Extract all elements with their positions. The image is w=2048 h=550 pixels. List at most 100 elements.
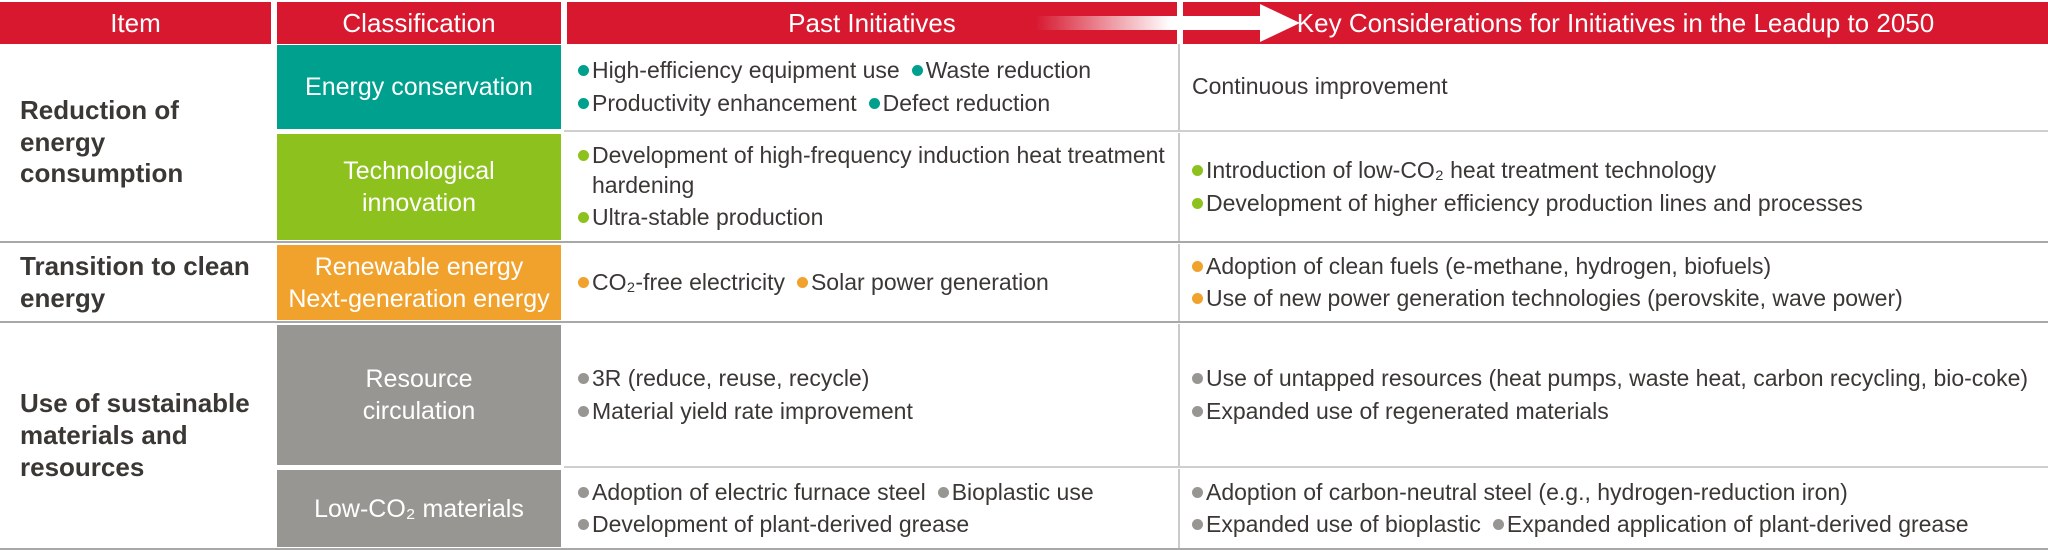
classification-line: innovation: [362, 189, 476, 217]
list-item-text: Expanded use of bioplastic: [1206, 511, 1481, 537]
classification-line: Energy conservation: [305, 73, 533, 101]
past-initiatives-cell: High-efficiency equipment use Waste reduc…: [564, 44, 1180, 130]
bullet-line: Development of high-frequency induction …: [578, 141, 1172, 200]
table-bottom-border: [0, 548, 2048, 550]
classification-line: Next-generation energy: [288, 284, 550, 313]
list-item: Development of high-frequency induction …: [578, 141, 1172, 200]
list-item: Use of new power generation technologies…: [1192, 284, 1903, 313]
bullet-line: High-efficiency equipment use Waste reduc…: [578, 56, 1172, 85]
bullet-line: Development of plant-derived grease: [578, 510, 1172, 539]
header-cell-past-initiatives: Past Initiatives: [567, 2, 1177, 44]
list-item-text: Ultra-stable production: [592, 204, 824, 231]
row-divider: [274, 466, 2048, 469]
row-divider: [274, 130, 2048, 133]
bullet-icon: [1192, 373, 1203, 385]
bullet-icon: [578, 519, 589, 530]
list-item-text: Adoption of carbon-neutral steel (e.g., …: [1206, 478, 1848, 505]
list-item: Adoption of electric furnace steel: [578, 478, 926, 507]
list-item: High-efficiency equipment use: [578, 56, 900, 85]
bullet-icon: [1192, 293, 1203, 304]
group-rows: Energy conservation High-efficiency equip…: [274, 44, 2048, 241]
classification-cell: Energy conservation: [274, 44, 564, 130]
list-item: Continuous improvement: [1192, 72, 1448, 101]
bullet-icon: [1492, 519, 1504, 530]
bullet-icon: [1192, 165, 1203, 177]
header-divider: [271, 2, 277, 44]
item-label-line: energy: [20, 282, 106, 313]
list-item: Adoption of clean fuels (e-methane, hydr…: [1192, 252, 1771, 281]
bullet-icon: [578, 405, 589, 417]
list-item-text: Introduction of low-CO₂ heat treatment t…: [1206, 157, 1717, 184]
key-considerations-cell: Adoption of carbon-neutral steel (e.g., …: [1180, 469, 2048, 548]
bullet-line: Development of higher efficiency product…: [1192, 189, 2044, 218]
bullet-icon: [578, 276, 589, 288]
list-item-text: Development of high-frequency induction …: [592, 142, 1165, 198]
list-item: CO₂-free electricity: [578, 268, 785, 297]
group-divider: [0, 241, 2048, 244]
item-label-line: resources: [20, 451, 145, 482]
list-item-text: Development of higher efficiency product…: [1206, 189, 1863, 216]
list-item-text: Adoption of electric furnace steel: [592, 478, 926, 505]
list-item: Introduction of low-CO₂ heat treatment t…: [1192, 156, 1716, 185]
bullet-line: CO₂-free electricity Solar power generati…: [578, 268, 1172, 297]
key-considerations-cell: Use of untapped resources (heat pumps, w…: [1180, 324, 2048, 466]
key-considerations-cell: Introduction of low-CO₂ heat treatment t…: [1180, 133, 2048, 241]
bullet-line: Productivity enhancement Defect reduction: [578, 89, 1172, 118]
list-item-text: High-efficiency equipment use: [592, 57, 900, 84]
bullet-icon: [1192, 260, 1203, 272]
bullet-icon: [1192, 486, 1203, 498]
list-item-text: Use of untapped resources (heat pumps, w…: [1206, 365, 2029, 392]
list-item: Bioplastic use: [937, 478, 1094, 507]
bullet-icon: [1192, 197, 1203, 209]
bullet-icon: [796, 276, 808, 288]
item-label-line: Transition to clean: [20, 250, 250, 281]
classification-line: Renewable energy: [314, 252, 524, 281]
key-considerations-cell: Adoption of clean fuels (e-methane, hydr…: [1180, 244, 2048, 321]
list-item-text: Waste reduction: [925, 57, 1092, 84]
list-item: 3R (reduce, reuse, recycle): [578, 364, 869, 393]
list-item: Material yield rate improvement: [578, 397, 913, 426]
bullet-icon: [578, 65, 589, 77]
classification-box: Energy conservation: [277, 45, 561, 129]
past-initiatives-cell: 3R (reduce, reuse, recycle) Material yiel…: [564, 324, 1180, 466]
classification-cell: Low-CO₂ materials: [274, 469, 564, 548]
header-cell-item: Item: [0, 2, 271, 44]
classification-line: Low-CO₂ materials: [314, 494, 524, 523]
list-item-text: Material yield rate improvement: [592, 397, 913, 424]
list-item-text: 3R (reduce, reuse, recycle): [592, 365, 870, 392]
list-item: Defect reduction: [868, 89, 1051, 118]
list-item-text: Continuous improvement: [1192, 73, 1448, 100]
bullet-line: Ultra-stable production: [578, 203, 1172, 232]
list-item: Adoption of carbon-neutral steel (e.g., …: [1192, 478, 1848, 507]
header-cell-classification: Classification: [277, 2, 561, 44]
list-item-text: Productivity enhancement: [592, 89, 857, 116]
item-label-line: consumption: [20, 158, 184, 189]
list-item: Expanded use of bioplastic: [1192, 510, 1481, 539]
classification-line: Resource: [365, 365, 473, 393]
list-item-text: Solar power generation: [810, 268, 1049, 295]
item-label-line: Reduction of energy: [20, 94, 179, 157]
bullet-icon: [578, 486, 589, 498]
bullet-line: Adoption of electric furnace steel Biopla…: [578, 478, 1172, 507]
bullet-icon: [578, 373, 589, 385]
list-item: Waste reduction: [911, 56, 1092, 85]
list-item: Use of untapped resources (heat pumps, w…: [1192, 364, 2028, 393]
bullet-line: Continuous improvement: [1192, 72, 2044, 101]
list-item-text: Defect reduction: [882, 89, 1051, 116]
bullet-icon: [578, 150, 589, 162]
bullet-line: Material yield rate improvement: [578, 397, 1172, 426]
list-item-text: Development of plant-derived grease: [592, 511, 970, 537]
bullet-icon: [1192, 519, 1203, 530]
